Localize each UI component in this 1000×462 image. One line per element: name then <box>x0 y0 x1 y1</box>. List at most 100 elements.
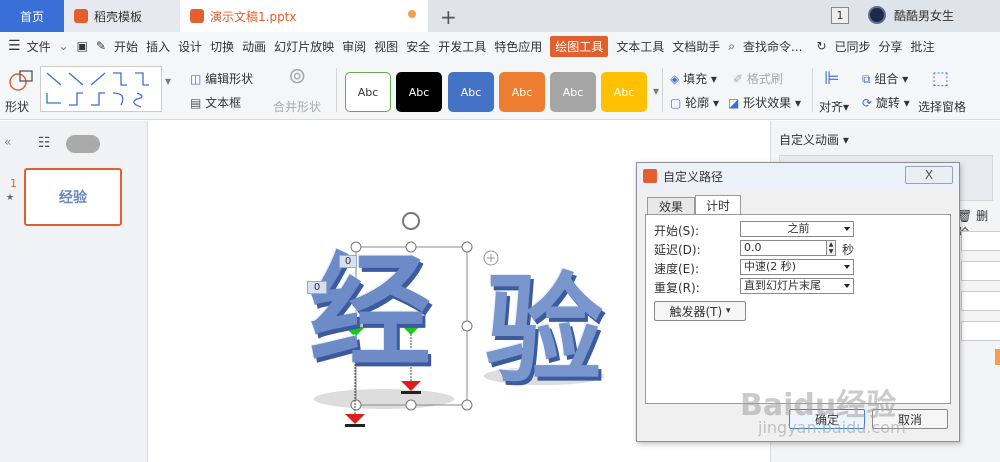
text-box-icon: ▤ <box>190 96 202 110</box>
search-command[interactable]: 查找命令... <box>743 39 803 54</box>
shape-style-white[interactable]: Abc <box>345 72 391 112</box>
menu-security[interactable]: 安全 <box>406 39 431 54</box>
shape-style-blue[interactable]: Abc <box>448 72 494 112</box>
edit-shape-button[interactable]: ◫ 编辑形状 <box>190 70 253 87</box>
unsaved-dot-icon[interactable] <box>408 10 416 18</box>
dialog-title-bar[interactable]: 自定义路径 X <box>637 163 959 189</box>
delay-spinner[interactable]: ▲▼ <box>826 240 836 256</box>
chevron-down-icon: ▾ <box>726 306 731 316</box>
tab-effect[interactable]: 效果 <box>647 197 695 215</box>
user-account[interactable]: 酷酷男女生 <box>868 6 954 24</box>
group-button[interactable]: ⧉ 组合 ▾ <box>862 72 909 86</box>
shape-style-gold[interactable]: Abc <box>601 72 647 112</box>
menu-slideshow[interactable]: 幻灯片放映 <box>274 39 335 54</box>
slide-view-icon[interactable] <box>66 135 100 153</box>
fill-label: 填充 <box>683 72 708 86</box>
format-painter-icon[interactable]: ✎ <box>95 39 107 53</box>
comment-button[interactable]: 批注 <box>910 39 935 54</box>
tab-home[interactable]: 首页 <box>0 0 64 32</box>
menu-doc-assistant[interactable]: 文档助手 <box>672 39 721 54</box>
style-scroll-icon[interactable]: ▾ <box>653 84 660 98</box>
merge-shape-button[interactable]: 合并形状 <box>273 100 322 114</box>
menu-animation[interactable]: 动画 <box>242 39 267 54</box>
format-brush-button[interactable]: ✐ 格式刷 <box>733 70 783 87</box>
menu-review[interactable]: 审阅 <box>342 39 367 54</box>
animation-tag[interactable]: 0 <box>307 281 327 294</box>
chevron-down-icon[interactable]: ⌄ <box>58 39 69 53</box>
user-name: 酷酷男女生 <box>894 8 955 23</box>
menu-start[interactable]: 开始 <box>114 39 139 54</box>
repeat-select[interactable]: 直到幻灯片末尾 <box>740 278 854 294</box>
slide-thumbnail[interactable]: 经验 <box>24 168 122 226</box>
tab-template[interactable]: 稻壳模板 <box>64 0 180 32</box>
edit-shape-icon: ◫ <box>190 72 202 86</box>
search-icon: ⌕ <box>728 38 735 53</box>
tab-bar: 首页 稻壳模板 演示文稿1.pptx + 1 酷酷男女生 <box>0 0 1000 32</box>
slide-text-jing[interactable]: 经 <box>309 241 431 383</box>
sync-status[interactable]: 已同步 <box>834 39 871 54</box>
fill-button[interactable]: ◈ 填充 ▾ <box>670 72 717 86</box>
menu-drawing-tools[interactable]: 绘图工具 <box>550 35 609 57</box>
menu-text-tools[interactable]: 文本工具 <box>616 39 665 54</box>
cancel-button[interactable]: 取消 <box>872 409 948 429</box>
slide-text-yan[interactable]: 验 <box>485 261 604 399</box>
presentation-icon <box>190 9 204 23</box>
text-box-button[interactable]: ▤ 文本框 <box>190 94 241 111</box>
menu-view[interactable]: 视图 <box>374 39 399 54</box>
effect-field[interactable] <box>961 231 1000 251</box>
delay-input[interactable]: 0.0 <box>740 240 836 256</box>
align-button[interactable]: 对齐▾ <box>819 100 850 114</box>
share-button[interactable]: 分享 <box>878 39 903 54</box>
dialog-title: 自定义路径 <box>663 169 724 184</box>
shape-style-black[interactable]: Abc <box>396 72 442 112</box>
collapse-pane-icon[interactable]: « <box>4 135 12 149</box>
shape-style-orange[interactable]: Abc <box>499 72 545 112</box>
menu-bar: ☰ 文件 ⌄ ▣ ✎ 开始 插入 设计 切换 动画 幻灯片放映 审阅 视图 安全… <box>0 32 1000 60</box>
ok-button[interactable]: 确定 <box>789 409 865 429</box>
ribbon-toolbar: 形状 ▾ ◫ 编辑形状 ▤ 文本框 ⊚ 合并形状 Abc Abc <box>0 60 1000 120</box>
shape-gallery[interactable] <box>40 66 162 112</box>
window-count-badge[interactable]: 1 <box>831 7 849 24</box>
animation-star-icon: ★ <box>6 193 15 203</box>
tab-timing[interactable]: 计时 <box>695 195 741 215</box>
shape-style-gray[interactable]: Abc <box>550 72 596 112</box>
shape-button[interactable]: 形状 <box>5 100 30 114</box>
shape-effect-button[interactable]: ◪ 形状效果 ▾ <box>728 96 802 110</box>
custom-path-dialog: 自定义路径 X 效果 计时 开始(S): 之前 延迟(D): 0.0 ▲▼ 秒 … <box>636 162 960 442</box>
line-shapes-icon <box>46 72 149 108</box>
file-menu[interactable]: 文件 <box>26 39 51 54</box>
baidu-watermark: Baidu经验 <box>740 388 897 423</box>
menu-insert[interactable]: 插入 <box>146 39 171 54</box>
save-icon[interactable]: ▣ <box>76 39 88 53</box>
menu-design[interactable]: 设计 <box>178 39 203 54</box>
align-label: 对齐 <box>819 100 844 114</box>
outline-view-icon[interactable]: ☷ <box>38 135 51 151</box>
shape-icon[interactable] <box>8 68 34 92</box>
rotate-label: 旋转 <box>875 96 900 110</box>
add-tab-icon[interactable]: + <box>440 5 457 29</box>
effect-field[interactable] <box>961 321 1000 341</box>
outline-button[interactable]: ▢ 轮廓 ▾ <box>670 96 720 110</box>
divider <box>336 68 337 112</box>
gallery-scroll-icon[interactable]: ▾ <box>165 74 172 88</box>
speed-value: 中速(2 秒) <box>744 260 797 273</box>
trigger-button[interactable]: 触发器(T) ▾ <box>654 301 746 321</box>
start-select[interactable]: 之前 <box>740 221 854 237</box>
tab-document[interactable]: 演示文稿1.pptx <box>180 0 428 32</box>
animation-tag[interactable]: 0 <box>339 255 357 268</box>
slide-drawing <box>314 212 604 427</box>
menu-icon[interactable]: ☰ <box>8 38 21 54</box>
speed-select[interactable]: 中速(2 秒) <box>740 259 854 275</box>
effect-field[interactable] <box>961 291 1000 311</box>
custom-animation-title[interactable]: 自定义动画 ▾ <box>779 133 849 147</box>
menu-special[interactable]: 特色应用 <box>494 39 543 54</box>
close-button[interactable]: X <box>905 166 953 184</box>
select-pane-button[interactable]: 选择窗格 <box>918 100 967 114</box>
format-brush-label: 格式刷 <box>746 72 783 86</box>
menu-developer[interactable]: 开发工具 <box>438 39 487 54</box>
rotate-button[interactable]: ⟳ 旋转 ▾ <box>862 96 910 110</box>
tab-template-label: 稻壳模板 <box>94 9 143 24</box>
chevron-down-icon <box>844 265 850 269</box>
menu-transition[interactable]: 切换 <box>210 39 235 54</box>
effect-field[interactable] <box>961 261 1000 281</box>
